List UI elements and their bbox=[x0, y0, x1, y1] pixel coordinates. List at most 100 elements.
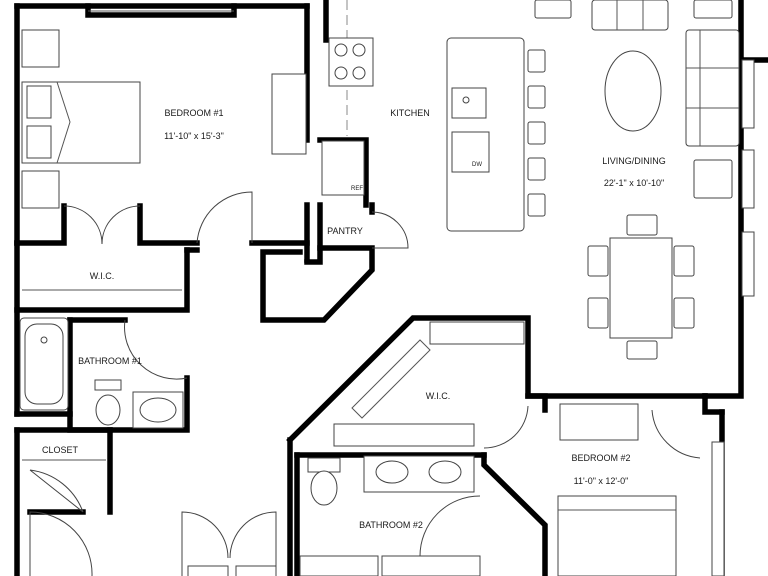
wic2-shelf bbox=[351, 339, 431, 419]
wic1-wall-bottom bbox=[14, 240, 190, 313]
ref-wall bbox=[317, 137, 369, 208]
chair bbox=[534, 0, 572, 19]
refrigerator bbox=[321, 140, 365, 196]
stool bbox=[527, 85, 546, 109]
bedroom1-size: 11'-10" x 15'-3" bbox=[164, 131, 224, 141]
walls bbox=[14, 0, 768, 576]
bath2-door-swing bbox=[419, 495, 481, 557]
wic2-shelf bbox=[333, 423, 475, 447]
kitchen-fixtures: REF DW bbox=[321, 0, 525, 232]
pantry-door-swing bbox=[371, 211, 409, 249]
sofa bbox=[685, 29, 740, 147]
sofa-cushions bbox=[686, 30, 739, 146]
window bbox=[741, 231, 755, 297]
wic2-fixtures bbox=[333, 321, 529, 449]
pantry-name: PANTRY bbox=[327, 226, 363, 236]
toilet-tank bbox=[94, 379, 122, 391]
wic2-name: W.I.C. bbox=[426, 391, 451, 401]
bedroom1-name: BEDROOM #1 bbox=[164, 108, 223, 118]
toilet-tank bbox=[307, 457, 341, 473]
bathtub-basin bbox=[24, 323, 64, 405]
dresser bbox=[559, 403, 639, 441]
bath1-name: BATHROOM #1 bbox=[78, 356, 142, 366]
dining-table bbox=[609, 237, 673, 339]
pillow bbox=[26, 85, 52, 119]
vanity-sink bbox=[428, 460, 462, 484]
bedroom1-doors bbox=[63, 191, 253, 245]
double-door-swing bbox=[229, 511, 277, 576]
dining-chair bbox=[587, 297, 609, 329]
bath1-door-swing bbox=[124, 319, 188, 380]
nightstand bbox=[21, 170, 60, 209]
bedroom2-name: BEDROOM #2 bbox=[571, 453, 630, 463]
pantry-wall bbox=[304, 202, 323, 265]
bath1-fixtures bbox=[19, 317, 188, 429]
bath2-right-wall bbox=[481, 452, 548, 576]
bedroom2-furniture bbox=[557, 403, 701, 576]
wic2-right-wall bbox=[525, 393, 548, 413]
dining-chair bbox=[673, 245, 695, 277]
dresser bbox=[271, 73, 307, 155]
windows-right bbox=[711, 59, 755, 576]
double-door-swing bbox=[181, 511, 229, 576]
bedroom2-right-wall bbox=[702, 393, 725, 415]
shower bbox=[299, 555, 379, 576]
vanity-sink bbox=[375, 460, 409, 484]
stool bbox=[527, 157, 546, 181]
bedroom1-furniture bbox=[21, 29, 307, 209]
living-size: 22'-1" x 10'-10" bbox=[604, 178, 664, 188]
dining-chair bbox=[626, 340, 658, 360]
door-swing bbox=[63, 205, 103, 245]
living-right-wall-lower bbox=[702, 57, 744, 399]
bath2-name: BATHROOM #2 bbox=[359, 520, 423, 530]
faucet bbox=[462, 96, 470, 104]
stool bbox=[527, 193, 546, 217]
side-table bbox=[693, 0, 733, 19]
coffee-table bbox=[604, 50, 662, 132]
bedroom1-bottom-wall-left bbox=[14, 203, 67, 246]
bedroom2-door-swing bbox=[651, 409, 701, 459]
hall-door-swing bbox=[29, 511, 93, 576]
dining-chair bbox=[587, 245, 609, 277]
nightstand bbox=[21, 29, 60, 68]
pillow bbox=[26, 125, 52, 159]
dishwasher-label: DW bbox=[472, 162, 482, 168]
toilet-bowl bbox=[310, 470, 338, 506]
bath2-fixtures bbox=[299, 455, 481, 576]
window bbox=[711, 441, 725, 576]
dining-chair bbox=[626, 214, 658, 236]
tub bbox=[381, 555, 481, 576]
bedroom2-size: 11'-0" x 12'-0" bbox=[574, 476, 629, 486]
toilet-bowl bbox=[95, 394, 121, 426]
refrigerator-label: REF bbox=[351, 186, 363, 192]
burner bbox=[352, 66, 366, 80]
stool bbox=[527, 49, 546, 73]
window bbox=[741, 149, 755, 209]
chair-cushion bbox=[616, 0, 644, 30]
door-swing bbox=[101, 205, 141, 245]
sink bbox=[451, 87, 487, 119]
closet-door-swing bbox=[29, 469, 84, 513]
washer-dryer bbox=[235, 565, 277, 576]
dining-chair bbox=[673, 297, 695, 329]
living-right-wall bbox=[738, 0, 768, 63]
burner bbox=[334, 66, 348, 80]
wic2-door-swing bbox=[483, 405, 529, 449]
closet-name: CLOSET bbox=[42, 445, 79, 455]
wic2-walls bbox=[286, 315, 708, 444]
tub-drain bbox=[40, 336, 48, 344]
bed-sheet-fold bbox=[56, 81, 71, 164]
vanity-sink bbox=[139, 397, 177, 423]
bed bbox=[557, 495, 677, 576]
dishwasher bbox=[451, 131, 490, 173]
bedroom1-bottom-wall-mid bbox=[137, 203, 200, 246]
bar-stools bbox=[527, 49, 546, 217]
wic1-name: W.I.C. bbox=[90, 271, 115, 281]
burner bbox=[334, 43, 348, 57]
living-furniture bbox=[534, 0, 740, 360]
living-name: LIVING/DINING bbox=[602, 156, 666, 166]
window bbox=[741, 59, 755, 129]
cooktop bbox=[328, 37, 374, 87]
washer-dryer bbox=[187, 565, 229, 576]
